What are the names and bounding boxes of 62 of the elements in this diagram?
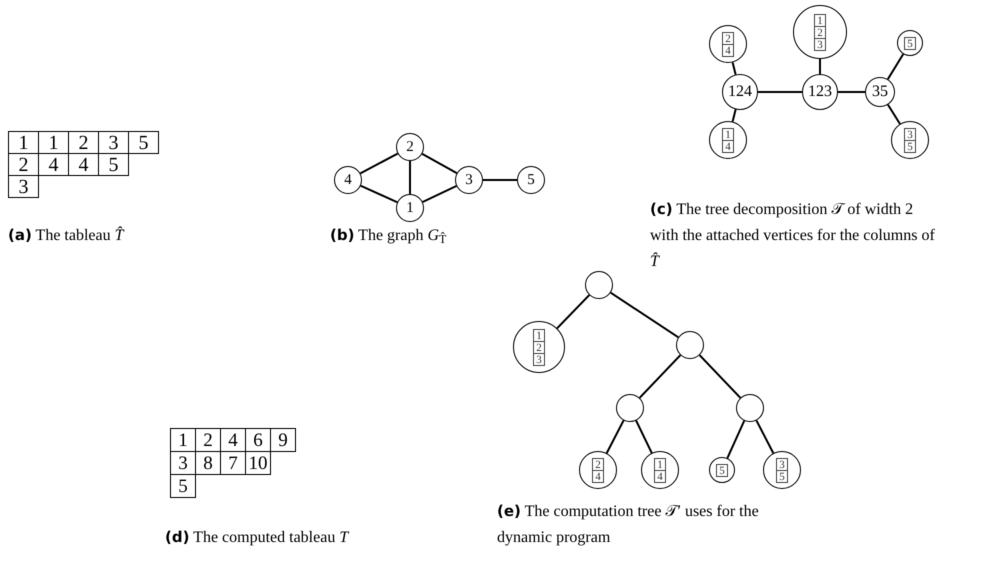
tree-edge — [422, 185, 457, 203]
column-cell: 5 — [904, 36, 916, 50]
tableau-cell: 5 — [128, 131, 159, 154]
column-cell: 1 — [654, 458, 666, 470]
tableau-cell: 3 — [8, 175, 39, 198]
tree-edge — [758, 91, 802, 93]
column-cell: 2 — [592, 458, 604, 470]
caption: (a) The tableau T̂ — [8, 225, 126, 246]
tree-edge — [360, 184, 398, 204]
tableau-cell: 5 — [170, 474, 196, 498]
vertex-label: 4 — [344, 172, 352, 188]
column-cell: 2 — [533, 340, 545, 354]
vertex-label: 35 — [872, 84, 888, 100]
caption: (b) The graph G$_{T̂}$ — [330, 225, 448, 248]
column-cell: 2 — [722, 32, 734, 44]
vertex-label: 5 — [527, 172, 535, 188]
column-cell: 3 — [776, 458, 788, 470]
tree-edge — [726, 420, 746, 459]
vertex-label: 1 — [406, 200, 414, 216]
tree-edge — [556, 294, 590, 330]
tree-edge — [483, 179, 517, 181]
caption: (c) The tree decomposition 𝒯 of width 2 with the attached vertices for the columns of T̂ — [650, 199, 935, 272]
tree-edge — [422, 152, 458, 174]
tableau-cell: 10 — [245, 451, 271, 475]
column-cell: 5 — [904, 140, 916, 152]
column-cell: 4 — [654, 470, 666, 482]
tree-edge — [732, 109, 737, 122]
vertex-label: 123 — [808, 84, 832, 100]
column-cell: 4 — [722, 44, 734, 56]
column-cell: 4 — [722, 140, 734, 152]
tree-edge — [635, 420, 653, 454]
tree-edge — [756, 420, 774, 454]
tableau-cell: 9 — [270, 428, 296, 452]
tableau-cell: 5 — [98, 153, 129, 176]
tree-edge — [819, 59, 821, 74]
tree-edge — [887, 104, 901, 124]
column-cell: 2 — [814, 26, 826, 38]
column-cell: 3 — [904, 128, 916, 140]
caption: (e) The computation tree 𝒯′ uses for the dynamic program — [497, 501, 760, 548]
tree-edge — [732, 62, 737, 75]
tree-edge — [409, 161, 411, 194]
column-cell: 1 — [814, 14, 826, 26]
column-cell: 3 — [533, 352, 545, 366]
column-cell: 5 — [776, 470, 788, 482]
tableau-cell: 1 — [170, 428, 196, 452]
tree-edge — [838, 91, 865, 93]
column-cell: 3 — [814, 38, 826, 50]
column-cell: 4 — [592, 470, 604, 482]
tree-edge — [360, 152, 398, 174]
tableau-cell: 1 — [8, 131, 39, 154]
vertex-label: 2 — [406, 140, 414, 154]
tree-edge — [886, 54, 904, 80]
column-cell: 1 — [533, 328, 545, 342]
column-cell: 1 — [722, 128, 734, 140]
tree-edge — [606, 420, 624, 454]
vertex-label: 124 — [728, 84, 752, 100]
tree-edge — [610, 292, 679, 338]
vertex-label: 3 — [465, 172, 473, 188]
tree-edge — [638, 354, 682, 399]
column-cell: 5 — [716, 464, 728, 476]
caption: (d) The computed tableau T — [165, 527, 350, 548]
tree-edge — [698, 354, 742, 399]
